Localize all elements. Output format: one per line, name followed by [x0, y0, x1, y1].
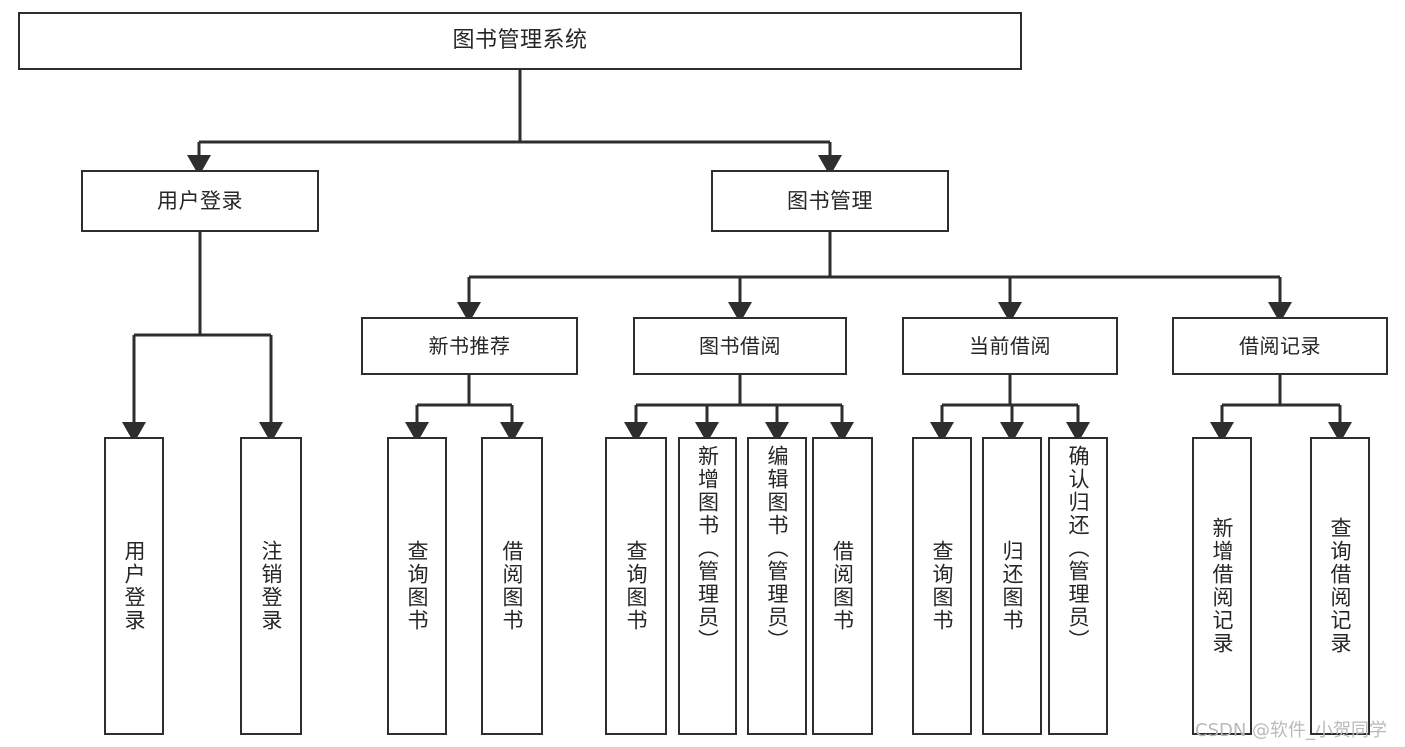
node-leaf-5-新增图书管理员-label: 新增图书（管理员）: [695, 445, 720, 652]
node-leaf-11-新增借阅记录[interactable]: 新增借阅记录: [1192, 437, 1252, 735]
node-leaf-10-确认归还管理员[interactable]: 确认归还（管理员）: [1048, 437, 1108, 735]
node-leaf-7-借阅图书[interactable]: 借阅图书: [812, 437, 873, 735]
node-leaf-6-编辑图书管理员[interactable]: 编辑图书（管理员）: [747, 437, 807, 735]
node-l2-用户登录[interactable]: 用户登录: [81, 170, 319, 232]
node-leaf-3-借阅图书[interactable]: 借阅图书: [481, 437, 543, 735]
node-leaf-7-借阅图书-label: 借阅图书: [830, 540, 855, 632]
node-l3-当前借阅[interactable]: 当前借阅: [902, 317, 1118, 375]
node-leaf-2-查询图书-label: 查询图书: [405, 540, 430, 632]
node-leaf-8-查询图书[interactable]: 查询图书: [912, 437, 972, 735]
node-leaf-9-归还图书[interactable]: 归还图书: [982, 437, 1042, 735]
node-leaf-1-注销登录-label: 注销登录: [259, 540, 284, 632]
node-leaf-9-归还图书-label: 归还图书: [1000, 540, 1025, 632]
node-l3-借阅记录-label: 借阅记录: [1239, 333, 1321, 358]
node-leaf-0-用户登录[interactable]: 用户登录: [104, 437, 164, 735]
node-leaf-2-查询图书[interactable]: 查询图书: [387, 437, 447, 735]
node-l3-新书推荐-label: 新书推荐: [428, 333, 511, 358]
node-leaf-1-注销登录[interactable]: 注销登录: [240, 437, 302, 735]
node-l3-图书借阅[interactable]: 图书借阅: [633, 317, 847, 375]
node-leaf-4-查询图书[interactable]: 查询图书: [605, 437, 667, 735]
node-root-图书管理系统-label: 图书管理系统: [452, 28, 588, 54]
node-l3-新书推荐[interactable]: 新书推荐: [361, 317, 578, 375]
node-l3-借阅记录[interactable]: 借阅记录: [1172, 317, 1388, 375]
node-root-图书管理系统[interactable]: 图书管理系统: [18, 12, 1022, 70]
node-leaf-3-借阅图书-label: 借阅图书: [500, 540, 525, 632]
node-leaf-12-查询借阅记录-label: 查询借阅记录: [1328, 517, 1353, 655]
watermark-text: CSDN @软件_小贺同学: [1195, 720, 1388, 741]
node-leaf-11-新增借阅记录-label: 新增借阅记录: [1210, 517, 1235, 655]
node-l2-用户登录-label: 用户登录: [157, 188, 243, 213]
node-leaf-10-确认归还管理员-label: 确认归还（管理员）: [1066, 445, 1091, 652]
node-l3-图书借阅-label: 图书借阅: [699, 333, 781, 358]
node-leaf-0-用户登录-label: 用户登录: [122, 540, 147, 632]
node-leaf-12-查询借阅记录[interactable]: 查询借阅记录: [1310, 437, 1370, 735]
node-l2-图书管理[interactable]: 图书管理: [711, 170, 949, 232]
node-leaf-4-查询图书-label: 查询图书: [624, 540, 649, 632]
node-leaf-6-编辑图书管理员-label: 编辑图书（管理员）: [765, 445, 790, 652]
node-leaf-8-查询图书-label: 查询图书: [930, 540, 955, 632]
node-l3-当前借阅-label: 当前借阅: [969, 333, 1051, 358]
node-leaf-5-新增图书管理员[interactable]: 新增图书（管理员）: [678, 437, 737, 735]
node-l2-图书管理-label: 图书管理: [787, 188, 873, 213]
